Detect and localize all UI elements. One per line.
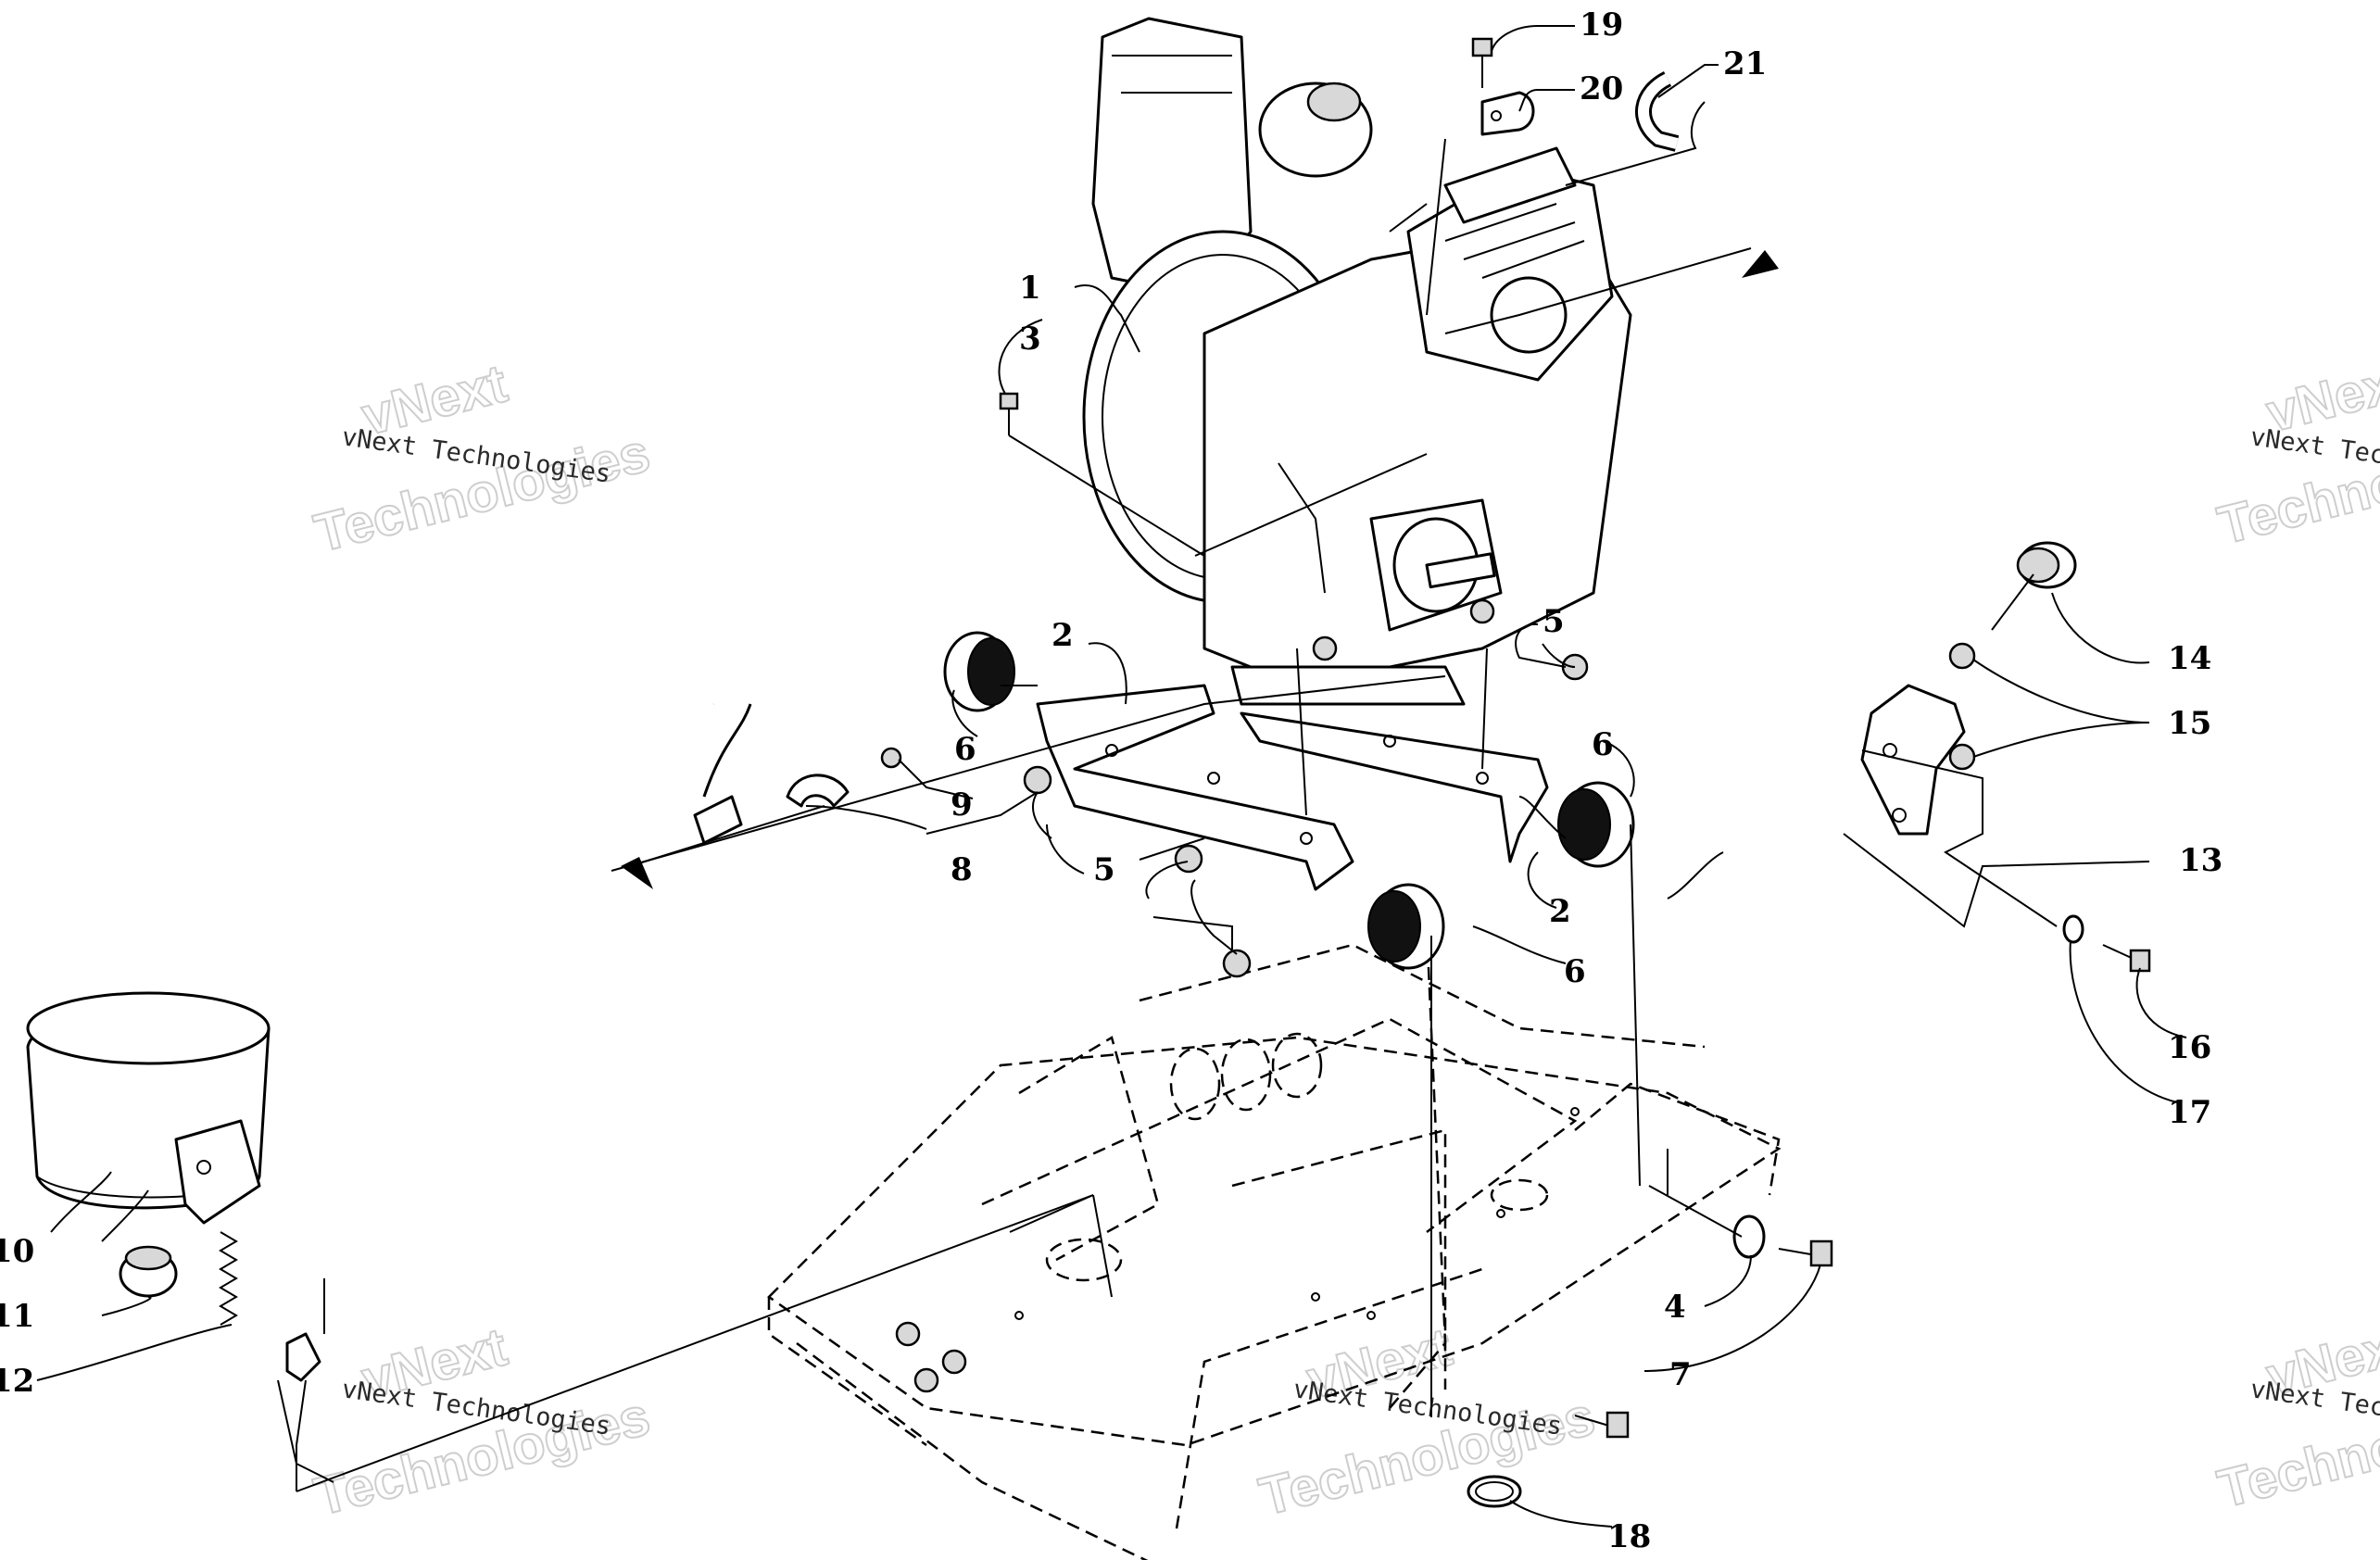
nut-15b [1948,743,1976,771]
direction-arrow-left [621,857,653,889]
callout-21: 21 [1723,45,1767,82]
callout-5-lower: 5 [1093,851,1115,888]
bolt-7 [1574,1239,1833,1439]
rubber-mount-6b [1557,781,1635,868]
callout-9: 9 [951,786,973,824]
callout-10: 10 [0,1233,34,1270]
callout-labels: 1 2 2 3 4 5 5 6 6 6 7 8 9 10 11 12 13 14… [0,6,2223,1555]
callout-16: 16 [2168,1029,2211,1066]
muffler-assembly [26,698,752,1225]
callout-4: 4 [1664,1289,1686,1326]
callout-20: 20 [1580,70,1623,107]
nut-15a [1948,642,1976,670]
nut-5a [1023,765,1052,795]
hose-21 [1635,70,1680,152]
nut-5d [1222,949,1252,978]
callout-1: 1 [1019,270,1041,307]
nut-9 [880,747,902,769]
engine-assembly [1082,17,1632,706]
callout-3: 3 [1019,321,1041,358]
callout-5-upper: 5 [1543,603,1565,640]
rubber-mount-6a [943,631,1038,712]
clamp-8 [786,774,850,808]
callout-14: 14 [2168,640,2211,677]
callout-19: 19 [1580,6,1623,44]
spring-and-bracket-12 [219,1231,325,1382]
clamp-20 [1480,91,1535,136]
washer-17 [2062,914,2084,944]
callout-6-lower: 6 [1564,953,1586,990]
knob-14 [1991,541,2077,631]
callout-17: 17 [2168,1094,2211,1131]
callout-2-upper: 2 [1051,617,1074,654]
callout-leaders [36,56,2187,1528]
nut-5b [1174,844,1203,874]
bolt-16 [2102,944,2151,973]
bracket-13 [1860,684,1966,836]
callout-7: 7 [1669,1356,1692,1393]
callout-18: 18 [1607,1518,1651,1555]
callout-8: 8 [951,851,973,888]
callout-6-left: 6 [954,731,976,768]
callout-12: 12 [0,1363,34,1400]
grommet-18 [1467,1475,1522,1508]
washer-4 [1732,1214,1766,1259]
callout-ticks [1046,25,1719,874]
cap-11 [119,1245,178,1298]
callout-15: 15 [2168,705,2211,742]
callout-11: 11 [0,1298,34,1335]
direction-arrow-upper [1742,250,1779,278]
callout-13: 13 [2179,842,2223,879]
bolt-3 [999,392,1019,435]
callout-6-right: 6 [1592,726,1614,763]
callout-2-lower: 2 [1549,893,1571,930]
rubber-mount-6c [1367,883,1445,970]
mount-bracket-right [1240,711,1549,863]
